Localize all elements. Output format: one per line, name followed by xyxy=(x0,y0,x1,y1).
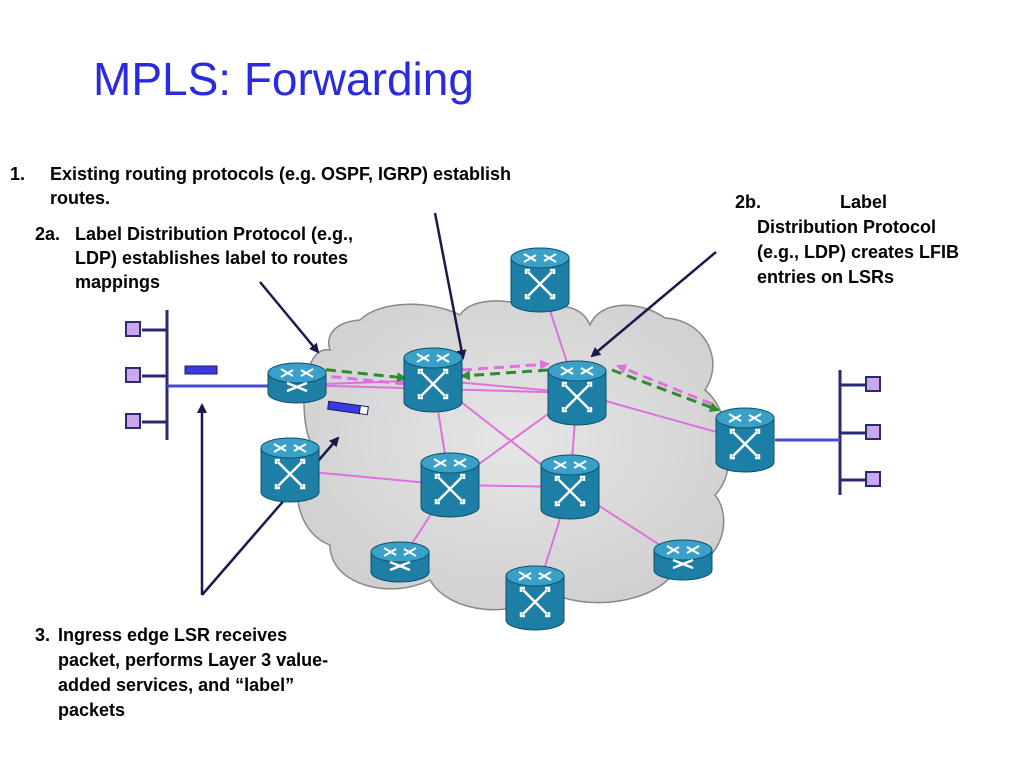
host-icon xyxy=(125,367,141,383)
step-1-number: 1. xyxy=(10,164,26,184)
page-title: MPLS: Forwarding xyxy=(93,53,474,105)
step-3-line-2: packet, performs Layer 3 value- xyxy=(58,650,329,670)
step-2b-number: 2b. xyxy=(735,192,762,212)
step-2b-line-1: Label xyxy=(840,192,888,212)
step-1-line-2: routes. xyxy=(50,188,111,208)
step-3-line-1: Ingress edge LSR receives xyxy=(58,625,288,645)
step-2a-line-2: LDP) establishes label to routes xyxy=(75,248,349,268)
host-icon xyxy=(125,321,141,337)
left-hosts xyxy=(125,310,270,440)
lsr-router-icon xyxy=(547,360,607,426)
step-2b-line-2: Distribution Protocol xyxy=(757,217,936,237)
lsr-router-icon xyxy=(260,437,320,503)
lsr-router-icon xyxy=(420,452,480,518)
step-1-line-1: Existing routing protocols (e.g. OSPF, I… xyxy=(50,164,512,184)
step-2b-line-3: (e.g., LDP) creates LFIB xyxy=(757,242,960,262)
edge-router-icon xyxy=(370,541,430,583)
lsr-router-icon xyxy=(505,565,565,631)
edge-router-icon xyxy=(653,539,713,581)
step-2a-line-1: Label Distribution Protocol (e.g., xyxy=(75,224,354,244)
edge-router-icon xyxy=(267,362,327,404)
lsr-router-icon xyxy=(403,347,463,413)
right-hosts xyxy=(775,370,881,495)
lsr-router-icon xyxy=(540,454,600,520)
host-icon xyxy=(125,413,141,429)
lsr-router-icon xyxy=(715,407,775,473)
step-2b-line-4: entries on LSRs xyxy=(757,267,895,287)
step-3-line-3: added services, and “label” xyxy=(58,675,295,695)
host-icon xyxy=(865,376,881,392)
packet-icon xyxy=(184,365,218,375)
host-icon xyxy=(865,424,881,440)
lsr-router-icon xyxy=(510,247,570,313)
labeled-packet-icon xyxy=(327,400,369,416)
host-icon xyxy=(865,471,881,487)
step-2a-number: 2a. xyxy=(35,224,61,244)
step-3-number: 3. xyxy=(35,625,51,645)
step-2a-line-3: mappings xyxy=(75,272,161,292)
step-3-line-4: packets xyxy=(58,700,126,720)
